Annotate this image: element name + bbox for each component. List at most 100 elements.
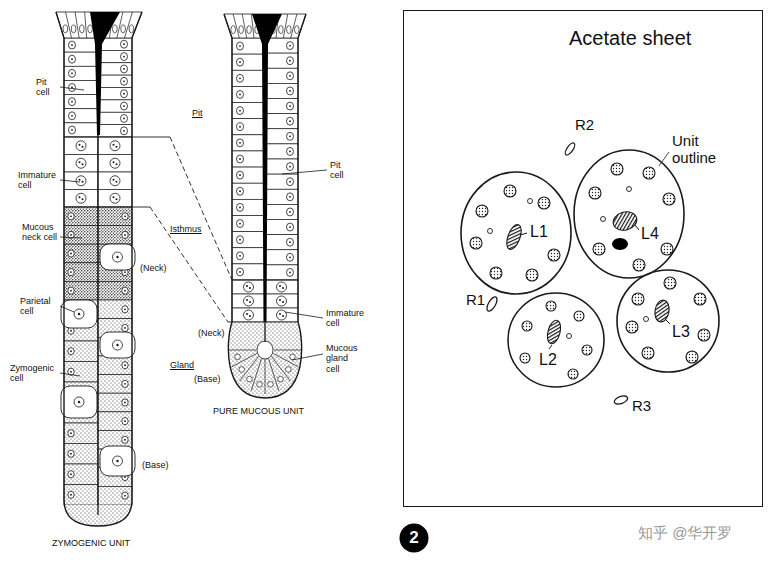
gland-cell [265,189,298,204]
unit-outline: L2 [507,292,605,388]
mitotic-figure [113,161,115,163]
gland-cell [98,486,132,505]
cell-nucleus [287,102,294,110]
small-nucleus [644,317,649,322]
cell-nucleus [277,296,287,306]
badge-circle [400,524,429,553]
mitotic-figure [282,287,284,289]
cell-nucleus [122,380,128,387]
nucleolus [124,327,126,329]
leader-line [292,354,323,360]
cell-nucleus [287,253,294,261]
dotted-nucleus [470,237,482,249]
nucleolus [124,420,126,422]
nucleolus [289,120,291,122]
cell-nucleus [237,123,244,131]
mitotic-figure [246,299,248,301]
cell-nucleus [88,25,93,33]
nucleolus [70,330,72,332]
mitotic-figure [116,163,118,165]
zymogenic-unit-drawing [56,12,142,526]
cell-nucleus [80,25,85,33]
cell-nucleus [239,26,244,34]
cell-nucleus [287,238,294,246]
cell-nucleus [121,65,128,73]
cell-nucleus [279,26,284,34]
cell-nucleus [287,147,294,155]
mitotic-figure [249,315,251,317]
mucous-unit-drawing [224,14,306,398]
dotted-nucleus [642,347,654,359]
gland-cell [64,244,98,263]
gland-cell [98,112,132,124]
cell-label: Pit cell [330,160,354,181]
nucleolus [124,308,126,310]
cell-border [268,358,278,390]
nucleolus [71,58,73,60]
hatched-lumen [504,223,524,252]
gland-lumen [97,130,98,515]
mitotic-figure [82,198,84,200]
unit-outline-shape [508,293,604,387]
cell-nucleus [237,42,244,50]
nucleolus [123,118,125,120]
gland-cell [98,137,132,155]
nucleolus [116,256,118,258]
dotted-nucleus [626,321,638,333]
gland-cell [98,375,132,394]
small-nucleus [601,217,606,222]
cell-nucleus [287,268,294,276]
cell-nucleus [237,236,244,244]
nucleolus [289,226,291,228]
gland-cell [98,63,132,75]
nucleolus [124,402,126,404]
dotted-nucleus [526,269,538,281]
unit-outline: L3 [616,269,720,373]
mitotic-figure [82,146,84,148]
dotted-nucleus [504,185,516,197]
nucleolus [239,94,241,96]
gland-cell [64,123,98,137]
gland-cell [232,38,265,54]
gland-cell [265,204,298,219]
gland-cell [98,300,132,319]
gland-cell [98,88,132,100]
cell-border [242,14,246,38]
cell-nucleus [122,492,128,499]
nucleolus [239,110,241,112]
gland-cell [232,70,265,86]
mitotic-figure [249,301,251,303]
dotted-nucleus [664,277,676,289]
cell-nucleus [287,42,294,50]
unit-outline-shape [461,172,571,294]
gland-cell [265,294,298,308]
gland-cell [232,248,265,264]
gland-cell [64,38,98,52]
dotted-nucleus [663,193,675,205]
sheet-title: Acetate sheet [569,27,691,50]
gland-cell [265,220,298,235]
cell-nucleus [244,296,254,306]
region-boundaries [64,137,298,322]
gland-cell [64,66,98,80]
mitotic-figure [116,146,118,148]
gland-cell [232,135,265,151]
gland-cell [64,281,98,300]
acetate-sheet-shape [404,11,764,508]
gland-cell [98,75,132,87]
parietal-cell [100,446,135,476]
gland-cell [64,109,98,123]
boundary-line [64,207,150,208]
cell-nucleus [69,55,76,63]
cell-border [240,356,259,381]
nucleolus [70,473,72,475]
cell-nucleus [237,268,244,276]
cell-label: Mucous gland cell [326,343,362,374]
lumen-outline-mark [485,295,499,312]
mitotic-figure [279,313,281,315]
outline-label: Unit outline [672,132,732,167]
cell-nucleus [122,436,128,443]
cell-nucleus [121,114,128,122]
nucleolus [71,129,73,131]
gland-cell [232,280,265,294]
